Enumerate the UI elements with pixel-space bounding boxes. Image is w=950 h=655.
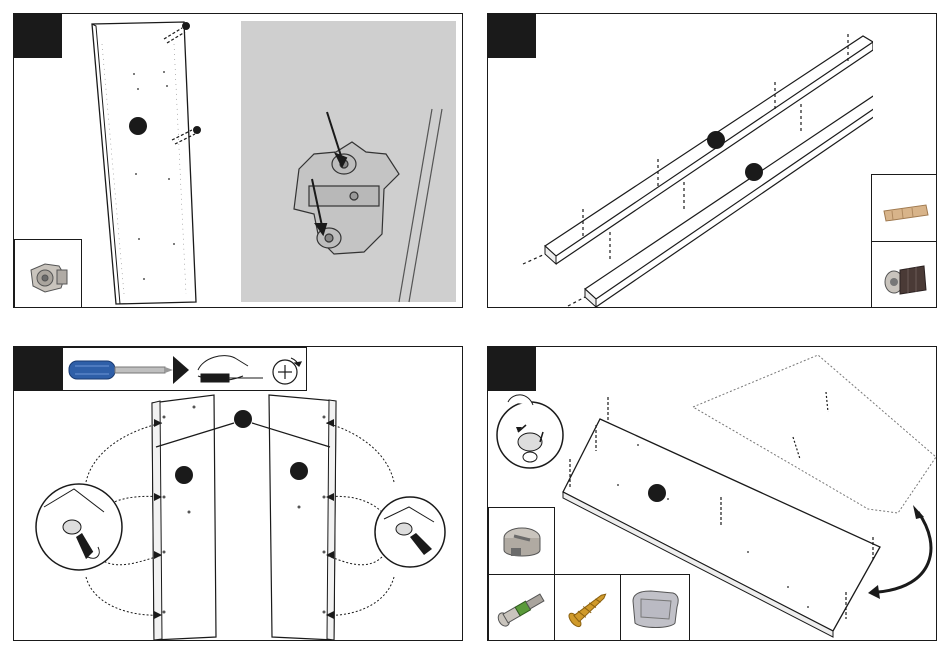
clockwise-rotate-icon xyxy=(273,358,301,384)
screwdriver-icon xyxy=(69,361,173,379)
hinge-plate-icon xyxy=(15,240,83,308)
step-panel-3 xyxy=(13,346,463,641)
play-arrow-icon xyxy=(173,356,189,384)
step-panel-2 xyxy=(487,13,937,308)
part-marker-dot xyxy=(707,131,725,149)
part-marker-dot xyxy=(129,117,147,135)
cam-turn-detail-right xyxy=(375,497,445,567)
plastic-plug-inset xyxy=(871,241,937,308)
part-marker-dot xyxy=(234,410,252,428)
cam-turn-detail-left xyxy=(36,484,122,570)
wood-screw-icon xyxy=(555,575,622,641)
wood-screw-inset xyxy=(554,574,621,641)
cam-bolt-icon xyxy=(489,575,556,641)
part-marker-dot xyxy=(290,462,308,480)
tighten-arrows xyxy=(154,419,334,619)
plastic-plug-icon xyxy=(872,242,937,308)
wooden-dowel-inset xyxy=(871,174,937,242)
hinge-plate-inset xyxy=(14,239,82,308)
left-side-panel xyxy=(152,395,216,640)
rail-upper xyxy=(545,36,873,256)
rail-lower xyxy=(585,76,873,299)
part-marker-dot xyxy=(175,466,193,484)
cam-lock-icon xyxy=(489,508,556,576)
cam-bolt-inset xyxy=(488,574,555,641)
step-panel-4 xyxy=(487,346,937,641)
step-badge-3 xyxy=(14,347,62,391)
hand-tighten-icon xyxy=(198,356,263,382)
cover-cap-icon xyxy=(621,575,691,641)
cam-lock-inset xyxy=(488,507,555,575)
cam-lock-detail xyxy=(497,395,563,468)
cover-cap-inset xyxy=(620,574,690,641)
tool-toolbar xyxy=(62,347,307,391)
right-side-panel xyxy=(269,395,336,640)
flip-arrow xyxy=(878,512,931,592)
part-marker-dot xyxy=(745,163,763,181)
wooden-dowel-icon xyxy=(872,175,937,243)
step-2-drawing xyxy=(488,14,873,308)
part-marker-dot xyxy=(648,484,666,502)
step-panel-1 xyxy=(13,13,463,308)
